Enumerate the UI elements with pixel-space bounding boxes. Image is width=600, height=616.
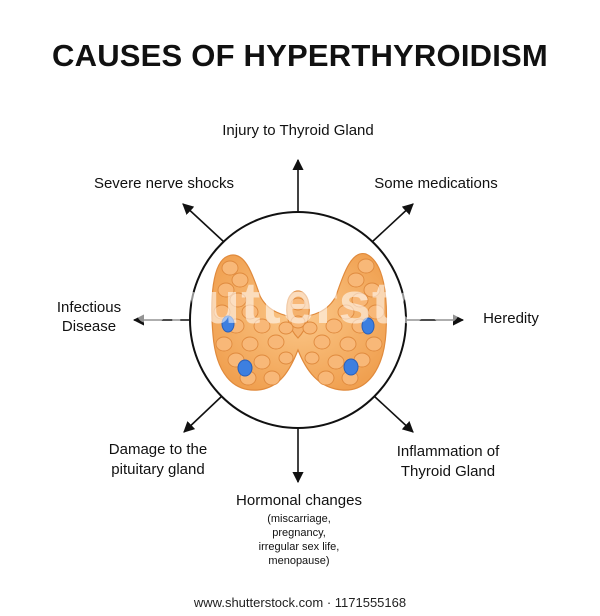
arrow-up-right [371, 203, 414, 243]
nodule-icon [237, 359, 253, 377]
arrow-down-left [183, 395, 223, 433]
nodule-icon [221, 315, 235, 333]
hormonal-detail: pregnancy, [272, 527, 326, 539]
hormonal-detail: (miscarriage, [267, 513, 331, 525]
footer-credit: www.shutterstock.com · 1171555168 [0, 590, 600, 616]
arrow-down-right [373, 395, 414, 433]
page-title: CAUSES OF HYPERTHYROIDISM [52, 38, 548, 73]
nodule-icon [343, 358, 359, 376]
cause-pituitary-line1: Damage to the [108, 441, 208, 458]
thyroid-gland-icon [211, 253, 388, 391]
cause-hormonal-changes: Hormonal changes [236, 492, 362, 509]
watermark: shutterstock [135, 271, 496, 336]
cause-inflammation-line1: Inflammation of [396, 443, 500, 460]
cause-inflammation-line2: Thyroid Gland [400, 463, 496, 480]
cause-severe-nerve-shocks: Severe nerve shocks [93, 175, 235, 192]
cause-infectious-disease-line2: Disease [61, 318, 117, 335]
cause-some-medications: Some medications [374, 175, 498, 192]
cause-pituitary-line2: pituitary gland [111, 461, 205, 478]
nodule-icon [361, 317, 375, 335]
cause-heredity: Heredity [483, 310, 539, 327]
hormonal-detail: menopause) [268, 555, 330, 567]
cause-infectious-disease-line1: Infectious [56, 299, 122, 316]
cause-injury-thyroid-gland: Injury to Thyroid Gland [222, 122, 374, 139]
arrow-up-left [182, 203, 225, 243]
hormonal-detail: irregular sex life, [258, 541, 340, 553]
